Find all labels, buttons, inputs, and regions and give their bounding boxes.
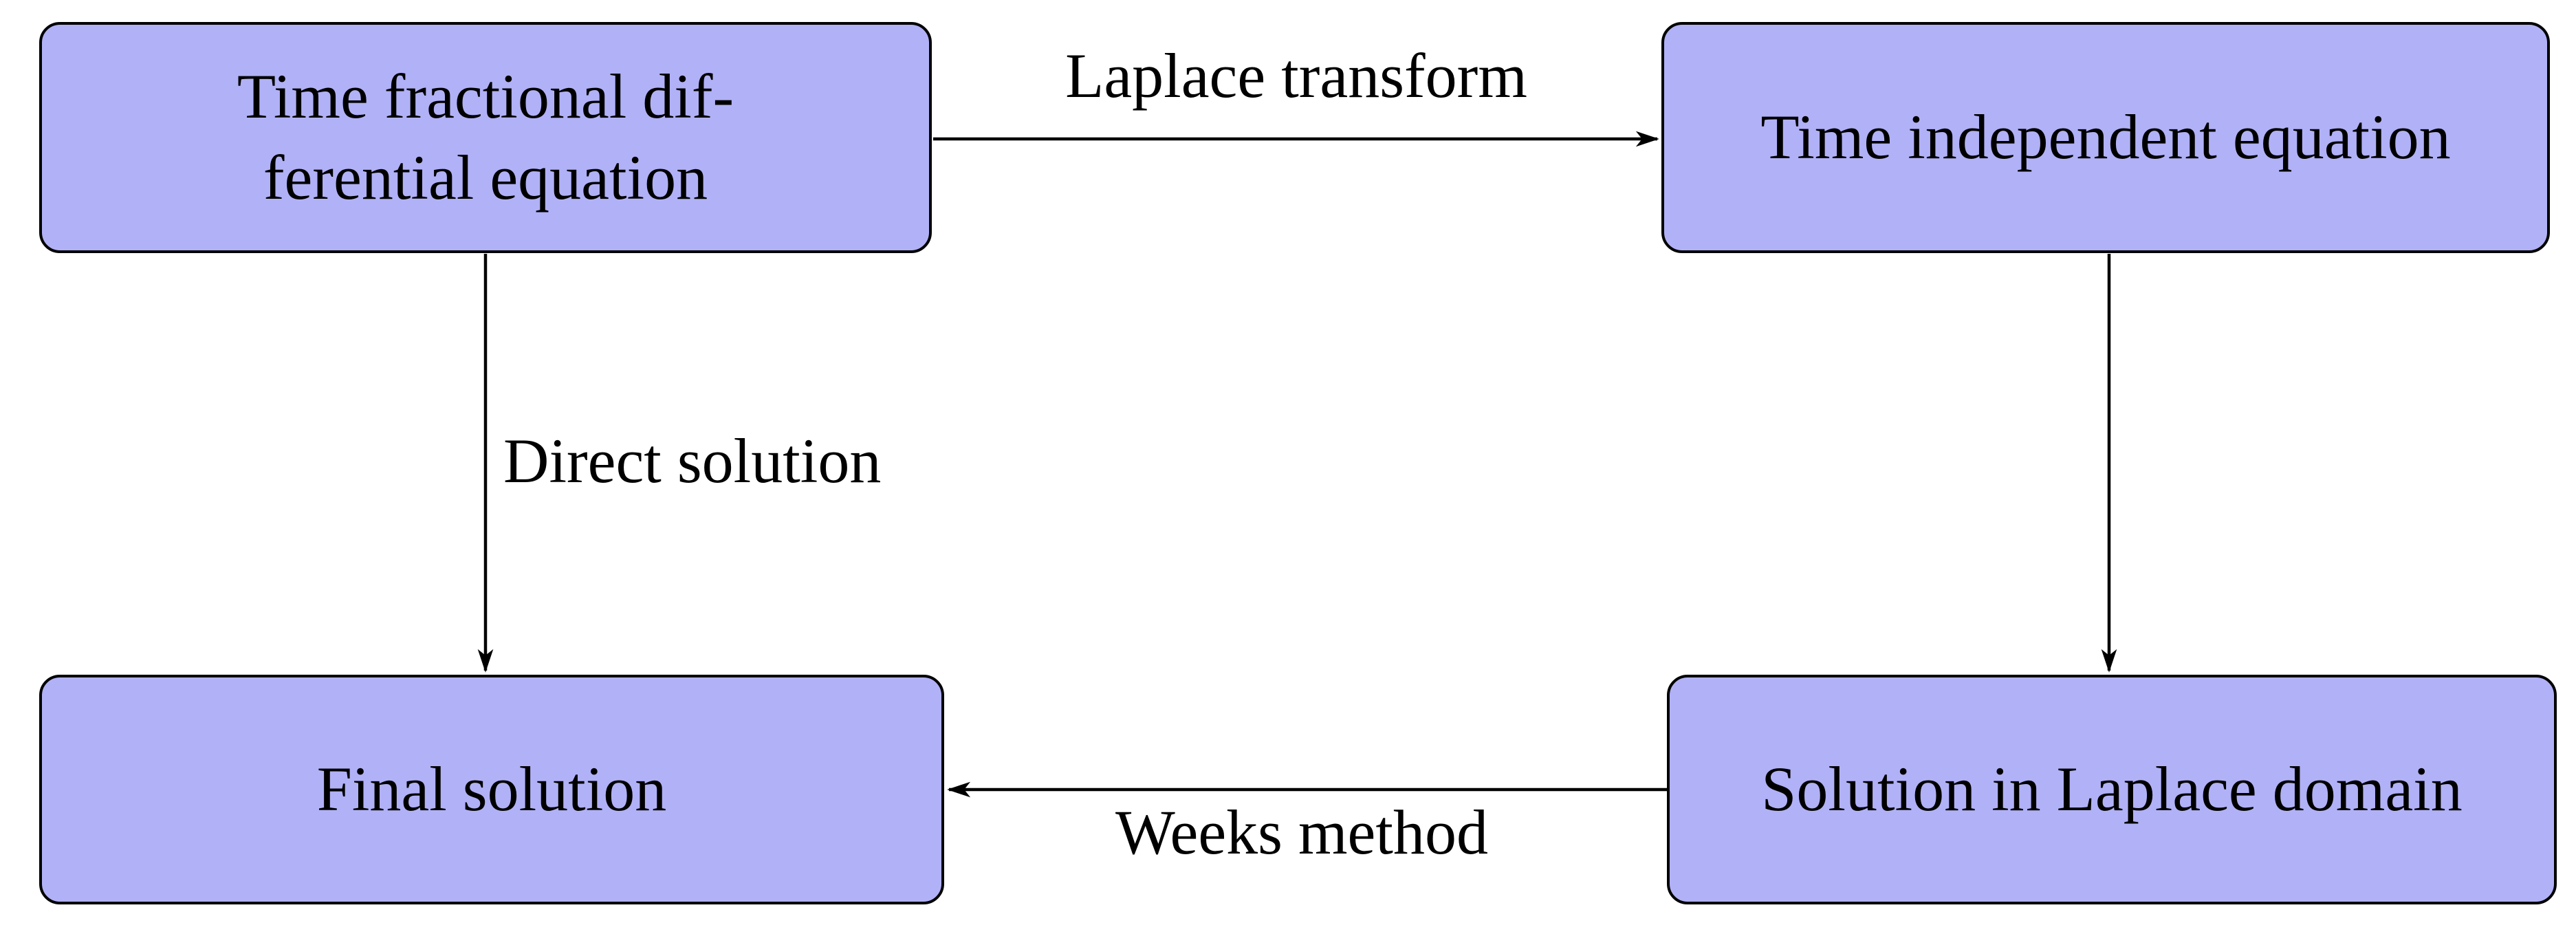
node-time-independent-equation: Time independent equation [1661,22,2550,253]
node-label-line: Time independent equation [1760,102,2451,173]
edge-label-weeks-method: Weeks method [1115,797,1488,867]
node-solution-in-laplace-domain: Solution in Laplace domain [1667,675,2557,904]
node-final-solution: Final solution [39,675,944,904]
node-label-line: ferential equation [263,142,708,213]
node-time-fractional-differential-equation: Time fractional dif- ferential equation [39,22,932,253]
node-label-line: Solution in Laplace domain [1761,754,2463,825]
node-label-line: Time fractional dif- [237,61,734,132]
edge-label-direct-solution: Direct solution [503,426,882,496]
node-label-line: Final solution [316,754,667,825]
edge-label-laplace-transform: Laplace transform [1065,41,1527,111]
